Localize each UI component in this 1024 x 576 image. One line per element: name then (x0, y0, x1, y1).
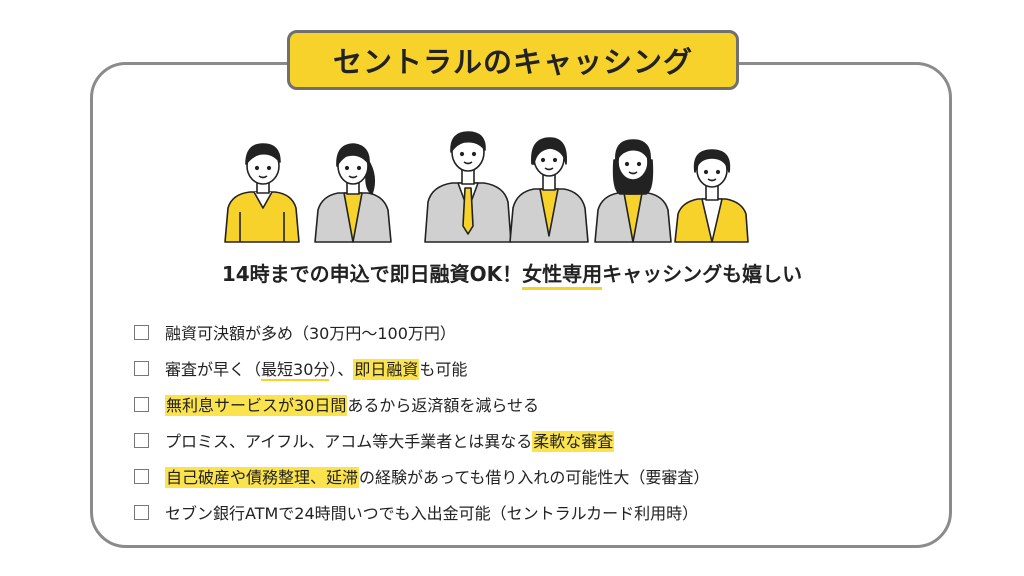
list-text-segment: プロミス、アイフル、アコム等大手業者とは異なる (165, 432, 533, 451)
list-text-segment: ）、 (329, 360, 354, 379)
highlighted-text: 無利息サービスが30日間 (165, 395, 348, 416)
checkbox-icon (134, 360, 149, 376)
list-text-segment: の経験があっても借り入れの可能性大（要審査） (359, 468, 710, 487)
list-item-text: 自己破産や債務整理、延滞の経験があっても借り入れの可能性大（要審査） (165, 464, 709, 488)
checkbox-icon (134, 396, 149, 412)
checkbox-icon (134, 324, 149, 340)
page-title: セントラルのキャッシング (332, 45, 693, 79)
list-text-segment: 審査が早く（ (165, 360, 262, 379)
highlighted-text: 自己破産や債務整理、延滞 (165, 467, 360, 488)
feature-list: 融資可決額が多め（30万円〜100万円） 審査が早く（最短30分）、即日融資も可能… (134, 314, 934, 530)
list-text-segment: 融資可決額が多め（30万円〜100万円） (165, 324, 456, 343)
headline-text-after: キャッシングも嬉しい (602, 262, 803, 286)
headline: 14時までの申込で即日融資OK！女性専用キャッシングも嬉しい (0, 258, 1024, 290)
person-2 (314, 143, 392, 243)
headline-underlined-text: 女性専用 (522, 262, 603, 290)
list-item-text: セブン銀行ATMで24時間いつでも入出金可能（セントラルカード利用時） (165, 500, 698, 524)
list-item: セブン銀行ATMで24時間いつでも入出金可能（セントラルカード利用時） (134, 494, 934, 530)
underlined-text: 最短30分 (261, 360, 330, 381)
headline-text-before: 14時までの申込で即日融資OK！ (221, 262, 523, 286)
checkbox-icon (134, 504, 149, 520)
checkbox-icon (134, 468, 149, 484)
list-item-text: 無利息サービスが30日間あるから返済額を減らせる (165, 392, 539, 416)
person-4 (509, 137, 589, 243)
list-item: 融資可決額が多め（30万円〜100万円） (134, 314, 934, 350)
highlighted-text: 即日融資 (353, 359, 420, 380)
list-text-segment: セブン銀行ATMで24時間いつでも入出金可能（セントラルカード利用時） (165, 504, 699, 523)
list-item: 無利息サービスが30日間あるから返済額を減らせる (134, 386, 934, 422)
checkbox-icon (134, 432, 149, 448)
person-1 (224, 143, 300, 243)
list-item-text: 審査が早く（最短30分）、即日融資も可能 (165, 356, 468, 381)
list-item: プロミス、アイフル、アコム等大手業者とは異なる柔軟な審査 (134, 422, 934, 458)
highlighted-text: 柔軟な審査 (532, 431, 615, 452)
list-item-text: プロミス、アイフル、アコム等大手業者とは異なる柔軟な審査 (165, 428, 615, 452)
list-item-text: 融資可決額が多め（30万円〜100万円） (165, 320, 456, 344)
title-banner: セントラルのキャッシング (287, 30, 739, 90)
person-5 (594, 139, 672, 243)
people-illustration (224, 131, 749, 243)
list-item: 審査が早く（最短30分）、即日融資も可能 (134, 350, 934, 386)
person-3 (424, 131, 512, 243)
list-item: 自己破産や債務整理、延滞の経験があっても借り入れの可能性大（要審査） (134, 458, 934, 494)
person-6 (674, 149, 749, 243)
list-text-segment: も可能 (419, 360, 468, 379)
list-text-segment: あるから返済額を減らせる (347, 396, 540, 415)
